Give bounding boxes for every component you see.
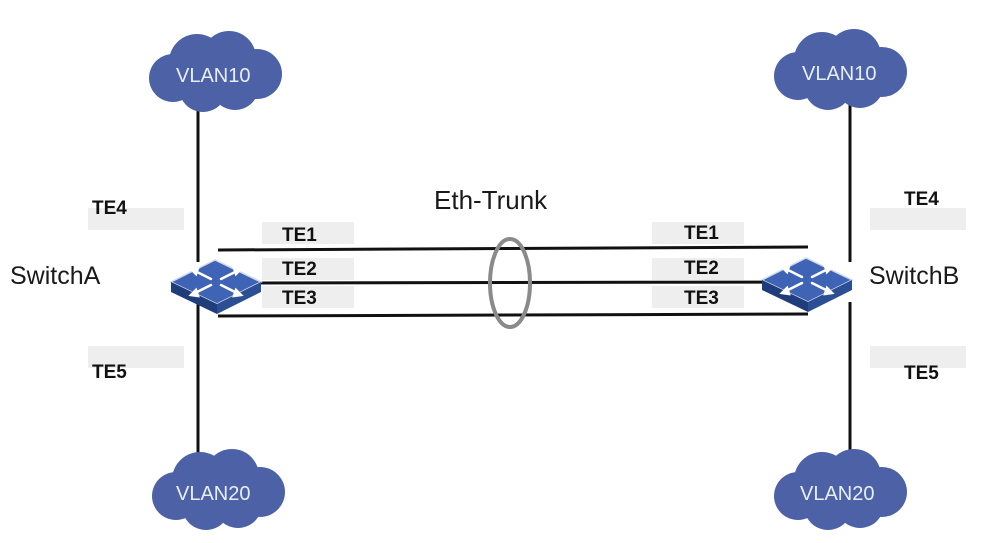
switch-a-icon xyxy=(169,259,263,314)
switch-b-icon xyxy=(760,257,854,312)
port-label-a-te4: TE4 xyxy=(92,198,127,219)
cloud-label-vlan20-a: VLAN20 xyxy=(176,483,251,505)
label-band xyxy=(88,346,184,368)
label-band xyxy=(652,286,744,308)
trunk-link-2 xyxy=(227,280,806,285)
trunk-link-3 xyxy=(217,312,809,318)
port-label-b-te5: TE5 xyxy=(904,363,939,384)
cloud-label-vlan10-a: VLAN10 xyxy=(176,65,251,87)
label-band xyxy=(262,222,354,244)
label-band xyxy=(652,222,744,244)
eth-trunk-ring xyxy=(488,237,532,329)
eth-trunk-label: Eth-Trunk xyxy=(434,185,548,215)
label-band xyxy=(870,346,966,368)
label-band xyxy=(652,258,744,280)
port-label-b-te4: TE4 xyxy=(904,189,939,210)
label-band xyxy=(262,286,354,308)
port-label-b-te3: TE3 xyxy=(684,288,719,309)
switch-a-name: SwitchA xyxy=(10,262,101,290)
label-band xyxy=(88,208,184,230)
switch-b-name: SwitchB xyxy=(869,262,960,290)
trunk-link-1 xyxy=(217,245,809,252)
port-label-a-te1: TE1 xyxy=(282,225,317,246)
label-band xyxy=(262,258,354,280)
label-band xyxy=(870,208,966,230)
port-label-a-te5: TE5 xyxy=(92,362,127,383)
port-label-b-te2: TE2 xyxy=(684,258,719,279)
port-label-a-te3: TE3 xyxy=(282,288,317,309)
cloud-label-vlan10-b: VLAN10 xyxy=(802,63,877,85)
cloud-label-vlan20-b: VLAN20 xyxy=(800,483,875,505)
port-label-b-te1: TE1 xyxy=(684,223,719,244)
port-label-a-te2: TE2 xyxy=(282,259,317,280)
